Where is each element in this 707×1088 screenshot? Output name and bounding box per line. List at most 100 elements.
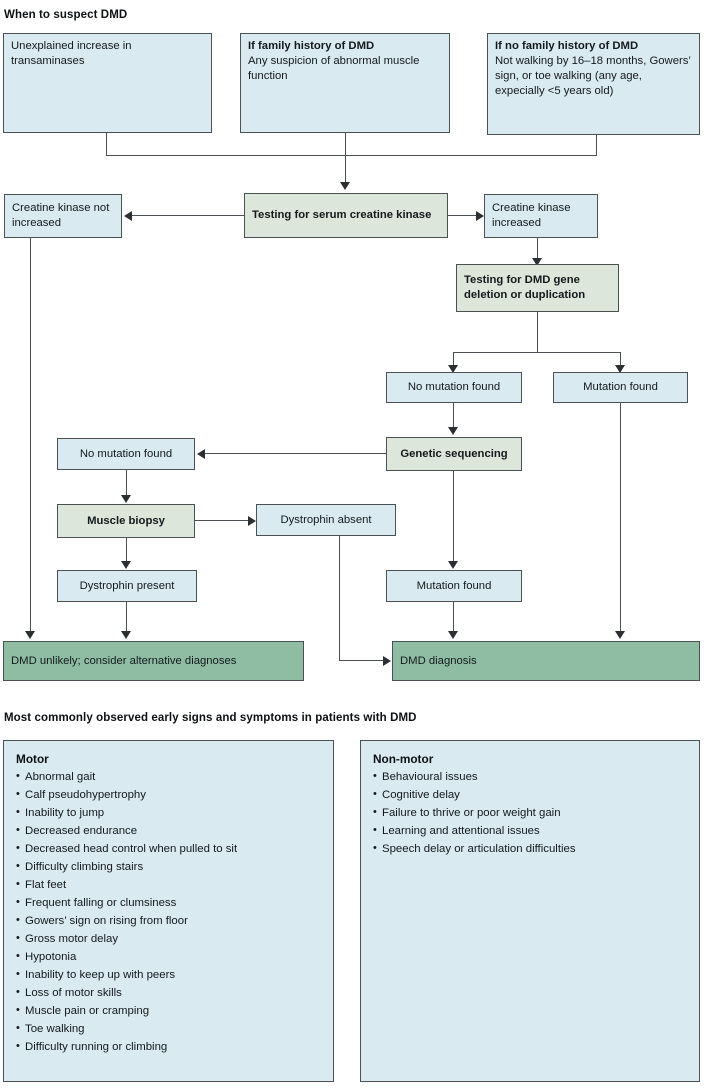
connector-testing-to-ck-increased [448, 215, 476, 217]
entry-heading: If family history of DMD [248, 40, 375, 52]
node-testing-dmd-gene: Testing for DMD gene deletion or duplica… [456, 264, 619, 312]
list-item: Inability to keep up with peers [16, 966, 321, 984]
list-item: Muscle pain or cramping [16, 1002, 321, 1020]
node-label: DMD diagnosis [400, 654, 477, 667]
arrowhead-absent-to-dmd-diagnosis [383, 655, 391, 666]
node-label: Creatine kinase not increased [12, 202, 110, 229]
list-item: Toe walking [16, 1020, 321, 1038]
list-item: Speech delay or articulation difficultie… [373, 840, 687, 858]
node-testing-serum-ck: Testing for serum creatine kinase [244, 193, 448, 238]
arrowhead-to-no-mutation-found-2 [197, 448, 205, 459]
node-label: Muscle biopsy [87, 514, 165, 527]
node-label: Dystrophin present [79, 579, 175, 592]
connector-split-left-down [453, 352, 455, 368]
connector-no-mutation-2-down [126, 470, 128, 498]
entry-body: Any suspicion of abnormal muscle functio… [248, 54, 420, 82]
connector-dystrophin-absent-elbow [339, 660, 383, 662]
arrowhead-mid-to-dmd-diagnosis [448, 631, 458, 639]
connector-gene-testing-down [537, 312, 539, 353]
connector-mutation-found-1-to-diagnosis [620, 403, 622, 634]
entry-box-family-history: If family history of DMD Any suspicion o… [240, 33, 450, 133]
panel-motor-symptoms: Motor Abnormal gait Calf pseudohypertrop… [3, 740, 334, 1082]
node-mutation-found-2: Mutation found [386, 570, 522, 602]
list-item: Difficulty climbing stairs [16, 858, 321, 876]
connector-entry-manifold [106, 155, 597, 157]
list-item: Abnormal gait [16, 767, 321, 786]
node-no-mutation-found-1: No mutation found [386, 372, 522, 403]
arrowhead-to-testing-serum-ck [340, 182, 350, 190]
list-item: Calf pseudohypertrophy [16, 786, 321, 804]
connector-gene-testing-split [453, 352, 621, 354]
arrowhead-mid-to-dmd-unlikely [121, 631, 131, 639]
node-dmd-unlikely: DMD unlikely; consider alternative diagn… [3, 641, 304, 681]
entry-body: Not walking by 16–18 months, Gowers’ sig… [495, 54, 691, 97]
connector-entry1-down [106, 133, 108, 155]
node-label: Mutation found [416, 579, 492, 592]
arrowhead-left-to-dmd-unlikely [25, 631, 35, 639]
connector-ck-not-increased-to-unlikely [30, 238, 32, 634]
list-item: Flat feet [16, 876, 321, 894]
node-label: No mutation found [407, 381, 501, 394]
list-item: Learning and attentional issues [373, 822, 687, 840]
list-item: Decreased head control when pulled to si… [16, 840, 321, 858]
arrowhead-to-testing-dmd-gene [532, 258, 542, 266]
connector-biopsy-to-dystrophin-absent [195, 520, 248, 522]
arrowhead-right-to-dmd-diagnosis [615, 631, 625, 639]
panel-heading-non-motor: Non-motor [373, 752, 434, 766]
node-ck-not-increased: Creatine kinase not increased [4, 194, 122, 238]
entry-box-no-family-history: If no family history of DMD Not walking … [487, 33, 700, 135]
list-item: Gowers’ sign on rising from floor [16, 912, 321, 930]
connector-ck-increased-down [537, 238, 539, 262]
panel-heading-motor: Motor [16, 752, 49, 766]
arrowhead-to-mutation-found-2 [448, 561, 458, 569]
node-ck-increased: Creatine kinase increased [484, 194, 598, 238]
node-label: Creatine kinase increased [492, 202, 571, 229]
entry-heading: If no family history of DMD [495, 40, 639, 52]
node-dystrophin-absent: Dystrophin absent [256, 504, 396, 536]
flowchart-title: When to suspect DMD [4, 9, 128, 21]
connector-split-right-down [620, 352, 622, 368]
list-item: Behavioural issues [373, 767, 687, 786]
node-label: Testing for DMD gene deletion or duplica… [464, 274, 586, 301]
list-item: Loss of motor skills [16, 984, 321, 1002]
node-mutation-found-1: Mutation found [553, 372, 688, 403]
node-dystrophin-present: Dystrophin present [57, 570, 197, 602]
connector-sequencing-to-no-mutation-2 [205, 453, 386, 455]
entry-body: Unexplained increase in transaminases [11, 40, 132, 67]
node-label: DMD unlikely; consider alternative diagn… [11, 654, 237, 667]
connector-sequencing-down [453, 471, 455, 564]
arrowhead-to-ck-increased [476, 210, 484, 221]
list-item: Difficulty running or climbing [16, 1038, 321, 1056]
connector-entry2-down [345, 133, 347, 155]
entry-box-unexplained-transaminases: Unexplained increase in transaminases [3, 33, 212, 133]
list-item: Inability to jump [16, 804, 321, 822]
panel-non-motor-symptoms: Non-motor Behavioural issues Cognitive d… [360, 740, 700, 1082]
symptoms-title: Most commonly observed early signs and s… [4, 712, 417, 724]
arrowhead-to-mutation-found-1 [615, 365, 625, 373]
list-item: Frequent falling or clumsiness [16, 894, 321, 912]
node-label: Testing for serum creatine kinase [252, 209, 432, 222]
node-label: No mutation found [79, 447, 173, 460]
connector-testing-to-ck-not-increased [132, 215, 244, 217]
list-item: Failure to thrive or poor weight gain [373, 804, 687, 822]
node-label: Dystrophin absent [280, 513, 372, 526]
list-item: Cognitive delay [373, 786, 687, 804]
non-motor-symptom-list: Behavioural issues Cognitive delay Failu… [373, 767, 687, 858]
node-dmd-diagnosis: DMD diagnosis [392, 641, 700, 681]
connector-biopsy-down [126, 538, 128, 564]
arrowhead-to-genetic-sequencing [448, 427, 458, 435]
arrowhead-to-ck-not-increased [124, 210, 132, 221]
connector-manifold-to-testing [345, 155, 347, 185]
motor-symptom-list: Abnormal gait Calf pseudohypertrophy Ina… [16, 767, 321, 1056]
arrowhead-to-dystrophin-present [121, 561, 131, 569]
connector-no-mutation-1-down [453, 403, 455, 430]
node-label: Genetic sequencing [400, 447, 508, 460]
connector-dystrophin-present-down [126, 602, 128, 634]
list-item: Gross motor delay [16, 930, 321, 948]
node-genetic-sequencing: Genetic sequencing [386, 437, 522, 471]
arrowhead-to-muscle-biopsy [121, 495, 131, 503]
node-label: Mutation found [583, 381, 658, 394]
connector-entry3-down [596, 135, 598, 155]
list-item: Hypotonia [16, 948, 321, 966]
